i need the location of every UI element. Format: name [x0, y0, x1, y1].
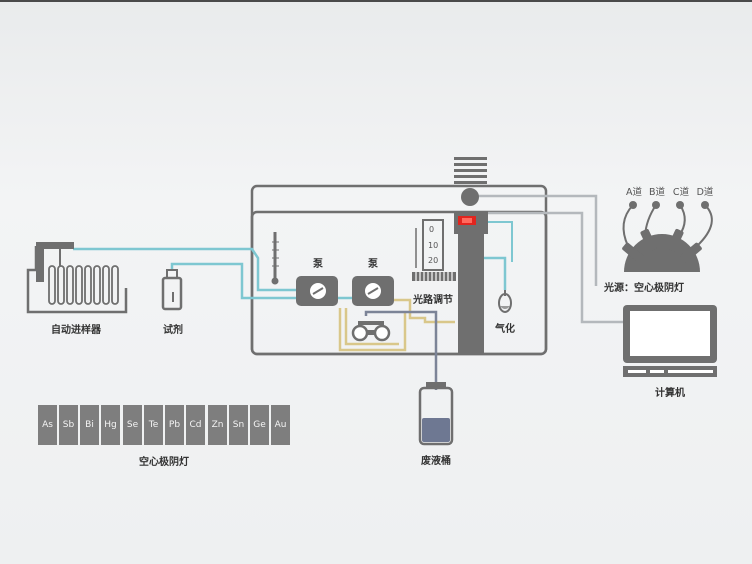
- computer-label: 计算机: [655, 388, 685, 399]
- channel-d-label: D道: [696, 187, 714, 198]
- pump-1-label: 泵: [313, 259, 323, 270]
- atomizer-column: [454, 157, 488, 354]
- lamp-to-light-source-line: [470, 194, 598, 286]
- pump-1-icon: [296, 276, 338, 306]
- autosampler-label: 自动进样器: [51, 325, 101, 336]
- waste-bucket-icon: [418, 382, 454, 446]
- gold-loop-2: [344, 308, 399, 346]
- lamp-chip-pb: Pb: [165, 405, 184, 445]
- separator-valve-icon: [351, 321, 391, 342]
- gas-to-atomizer-tube: [484, 256, 507, 290]
- atomizer-tube: [488, 221, 513, 262]
- pump-2-icon: [352, 276, 394, 306]
- channel-c-label: C道: [672, 187, 690, 198]
- sampler-to-pump-tube: [73, 247, 300, 292]
- top-edge-bar: [0, 0, 752, 2]
- lamp-array-icon: [622, 201, 713, 272]
- thermometer-icon: [271, 232, 279, 285]
- reagent-to-pump-tube: [170, 262, 352, 300]
- lamp-chip-ge: Ge: [250, 405, 269, 445]
- gold-loop-3: [393, 298, 455, 324]
- scale-tick-0: 0: [429, 225, 435, 234]
- scale-tick-10: 10: [428, 241, 439, 250]
- lamp-chip-cd: Cd: [186, 405, 205, 445]
- lamp-chip-sb: Sb: [59, 405, 78, 445]
- drain-pipe: [364, 310, 438, 390]
- lamp-chip-te: Te: [144, 405, 163, 445]
- lamp-set-label: 空心极阴灯: [139, 457, 189, 468]
- computer-icon: [623, 305, 717, 377]
- channel-a-label: A道: [626, 187, 642, 198]
- scale-tick-20: 20: [428, 256, 439, 265]
- lamp-chip-bi: Bi: [80, 405, 99, 445]
- light-source-label: 光源：空心极阴灯: [604, 283, 684, 294]
- lamp-chip-as: As: [38, 405, 57, 445]
- lamp-chip-se: Se: [123, 405, 142, 445]
- gold-loop-1: [338, 308, 407, 352]
- lamp-chip-zn: Zn: [208, 405, 227, 445]
- light-source-to-computer-line: [488, 211, 624, 324]
- lamp-chip-au: Au: [271, 405, 290, 445]
- gasification-label: 气化: [495, 324, 515, 335]
- light-path-scale-icon: [412, 219, 456, 281]
- light-path-label: 光路调节: [413, 295, 453, 306]
- reagent-bottle-icon: [161, 269, 183, 311]
- lamp-chip-hg: Hg: [101, 405, 120, 445]
- lamp-chip-sn: Sn: [229, 405, 248, 445]
- waste-label: 废液桶: [421, 456, 451, 467]
- instrument-housing-inner: [250, 210, 548, 356]
- reagent-label: 试剂: [163, 325, 183, 336]
- autosampler-icon: [26, 242, 128, 314]
- pump-2-label: 泵: [368, 259, 378, 270]
- channel-b-label: B道: [648, 187, 666, 198]
- gasification-flask-icon: [498, 290, 512, 313]
